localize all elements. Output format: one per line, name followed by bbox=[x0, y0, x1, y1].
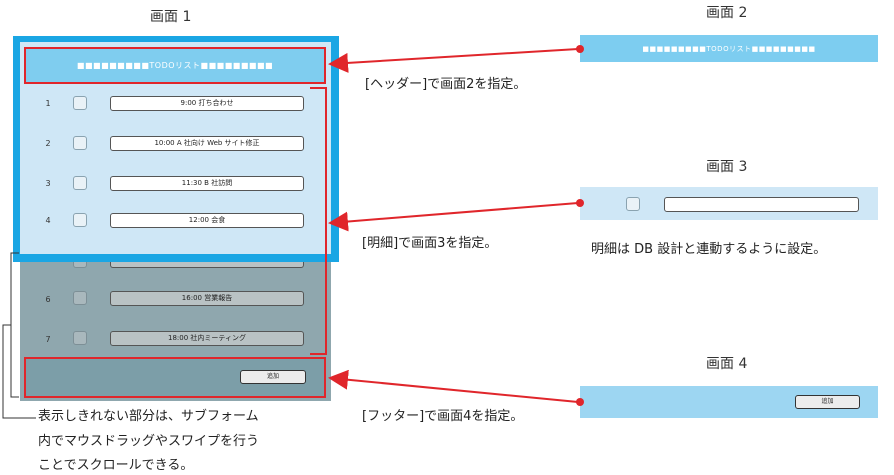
row-field[interactable]: 18:00 社内ミーティング bbox=[110, 331, 304, 346]
screen1-header: ■■■■■■■■■TODOリスト■■■■■■■■■ bbox=[24, 47, 326, 84]
row-number: 6 bbox=[45, 295, 51, 304]
screen3-field[interactable] bbox=[664, 197, 859, 212]
scroll-note-line2: 内でマウスドラッグやスワイプを行う bbox=[38, 434, 260, 449]
row-checkbox[interactable] bbox=[73, 213, 87, 227]
row-checkbox-partial bbox=[73, 262, 87, 268]
screen1-header-text: ■■■■■■■■■TODOリスト■■■■■■■■■ bbox=[76, 61, 274, 70]
screen3-note: 明細は DB 設計と連動するように設定。 bbox=[591, 242, 827, 257]
row-checkbox[interactable] bbox=[73, 331, 87, 345]
screen3-checkbox[interactable] bbox=[626, 197, 640, 211]
header-arrow-dot bbox=[576, 45, 584, 53]
screen4-add-button[interactable]: 追加 bbox=[795, 395, 860, 409]
row-field[interactable]: 11:30 B 社訪問 bbox=[110, 176, 304, 191]
screen3-title: 画面 3 bbox=[706, 159, 748, 175]
row-number: 7 bbox=[45, 335, 51, 344]
header-annotation: [ヘッダー]で画面2を指定。 bbox=[365, 77, 527, 92]
row-field-partial bbox=[110, 262, 304, 268]
scroll-leader-line bbox=[2, 324, 36, 419]
row-checkbox[interactable] bbox=[73, 136, 87, 150]
row-checkbox[interactable] bbox=[73, 291, 87, 305]
scroll-note-line3: ことでスクロールできる。 bbox=[38, 458, 194, 473]
row-field[interactable]: 12:00 会食 bbox=[110, 213, 304, 228]
header-arrow bbox=[328, 48, 579, 73]
footer-arrow bbox=[328, 369, 579, 403]
screen4-title: 画面 4 bbox=[706, 356, 748, 372]
row-number: 4 bbox=[45, 216, 51, 225]
row-field[interactable]: 10:00 A 社向け Web サイト修正 bbox=[110, 136, 304, 151]
footer-annotation: [フッター]で画面4を指定。 bbox=[362, 409, 524, 424]
row-checkbox[interactable] bbox=[73, 96, 87, 110]
detail-annotation: [明細]で画面3を指定。 bbox=[362, 236, 498, 251]
screen2-header: ■■■■■■■■■TODOリスト■■■■■■■■■ bbox=[580, 35, 878, 62]
detail-arrow bbox=[328, 202, 579, 232]
row-number: 2 bbox=[45, 139, 51, 148]
scroll-bracket bbox=[10, 252, 19, 398]
screen2-header-text: ■■■■■■■■■TODOリスト■■■■■■■■■ bbox=[642, 44, 816, 53]
row-field[interactable]: 16:00 営業報告 bbox=[110, 291, 304, 306]
screen1-title: 画面 1 bbox=[150, 9, 192, 25]
screen2-title: 画面 2 bbox=[706, 5, 748, 21]
add-button[interactable]: 追加 bbox=[240, 370, 306, 384]
footer-arrow-dot bbox=[576, 398, 584, 406]
row-number: 1 bbox=[45, 99, 51, 108]
row-number: 3 bbox=[45, 179, 51, 188]
detail-highlight bbox=[310, 87, 327, 355]
row-checkbox[interactable] bbox=[73, 176, 87, 190]
row-field[interactable]: 9:00 打ち合わせ bbox=[110, 96, 304, 111]
detail-arrow-dot bbox=[576, 199, 584, 207]
scroll-note-line1: 表示しきれない部分は、サブフォーム bbox=[38, 409, 259, 424]
